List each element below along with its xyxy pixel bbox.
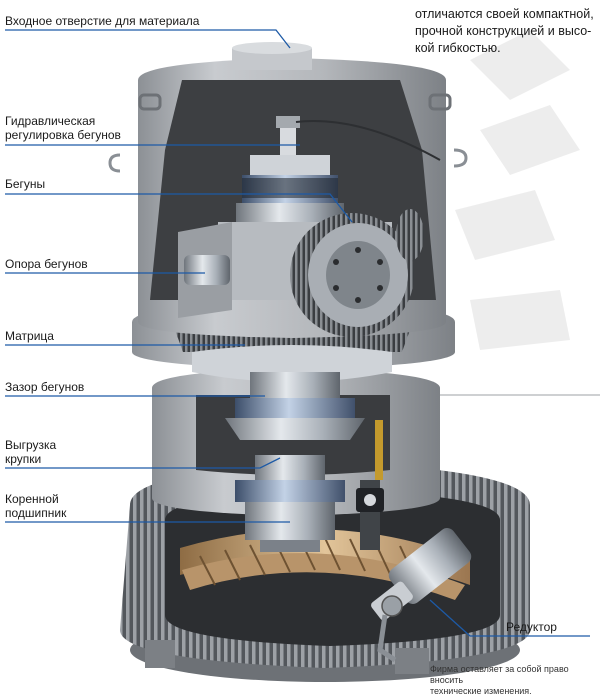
intro-line-2: прочной конструкцией и высо- (415, 24, 592, 38)
hydraulic-cylinder (356, 420, 384, 550)
intro-line-3: кой гибкостью. (415, 41, 501, 55)
disclaimer-line-1: Фирма оставляет за собой право вносить (430, 664, 569, 685)
disclaimer-line-2: технические изменения. (430, 686, 532, 696)
label-die: Матрица (5, 329, 54, 343)
roller-wheel (290, 209, 424, 337)
leader-lines (5, 29, 590, 637)
leader-line-discharge (5, 457, 281, 469)
main-bearing (235, 455, 345, 552)
label-discharge-line-2: крупки (5, 452, 42, 466)
roller-head (236, 116, 441, 225)
gearbox-assembly (371, 528, 472, 663)
intro-line-1: отличаются своей компактной, (415, 7, 594, 21)
label-discharge-line-1: Выгрузка (5, 438, 57, 452)
label-gearbox: Редуктор (506, 620, 557, 634)
leader-line-rollers (5, 193, 353, 223)
label-bearing-line-2: подшипник (5, 506, 67, 520)
leader-line-gearbox (429, 599, 590, 637)
label-roller-gap: Зазор бегунов (5, 380, 85, 394)
label-inlet: Входное отверстие для материала (5, 14, 200, 28)
label-hydraulic-line-2: регулировка бегунов (5, 128, 121, 142)
background-watermark (455, 30, 580, 350)
label-bearing-line-1: Коренной (5, 492, 59, 506)
disclaimer: Фирма оставляет за собой право вносить т… (430, 664, 600, 697)
label-hydraulic-line-1: Гидравлическая (5, 114, 96, 128)
label-roller-support: Опора бегунов (5, 257, 88, 271)
leader-line-inlet (5, 29, 291, 49)
label-rollers: Бегуны (5, 177, 46, 191)
intro-text: отличаются своей компактной, прочной кон… (415, 6, 600, 57)
